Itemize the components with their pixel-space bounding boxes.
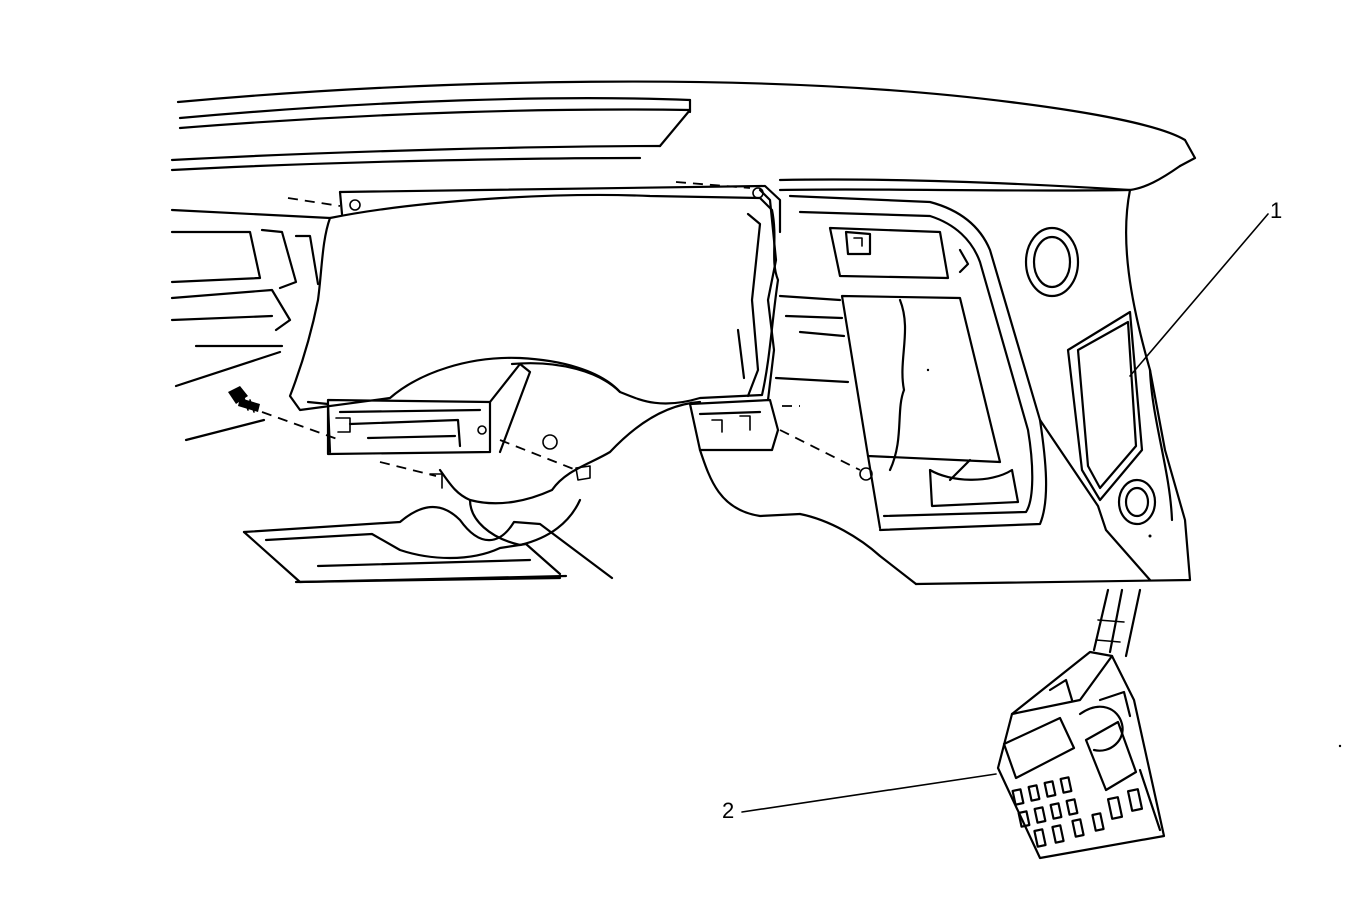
right-glovebox-panel bbox=[774, 194, 1048, 532]
callout-2-leader bbox=[741, 773, 997, 813]
right-end-cap bbox=[914, 188, 1192, 586]
lower-dash-column-opening bbox=[242, 400, 702, 584]
callout-label-1: 1 bbox=[1270, 198, 1283, 223]
dash-top-pad bbox=[170, 80, 1197, 192]
center-stack-opening bbox=[688, 398, 918, 586]
callout-label-2: 2 bbox=[722, 798, 735, 823]
callout-1-leader bbox=[1129, 213, 1269, 377]
connector-terminal-cavities bbox=[1011, 776, 1144, 848]
left-dash-structure bbox=[170, 208, 332, 442]
instrument-cluster bbox=[288, 184, 782, 412]
fastener-alignment-lines bbox=[261, 181, 873, 481]
wiring-harness bbox=[1092, 588, 1142, 658]
cluster-mounting-screw bbox=[228, 386, 260, 413]
electrical-connector-module bbox=[996, 650, 1166, 860]
